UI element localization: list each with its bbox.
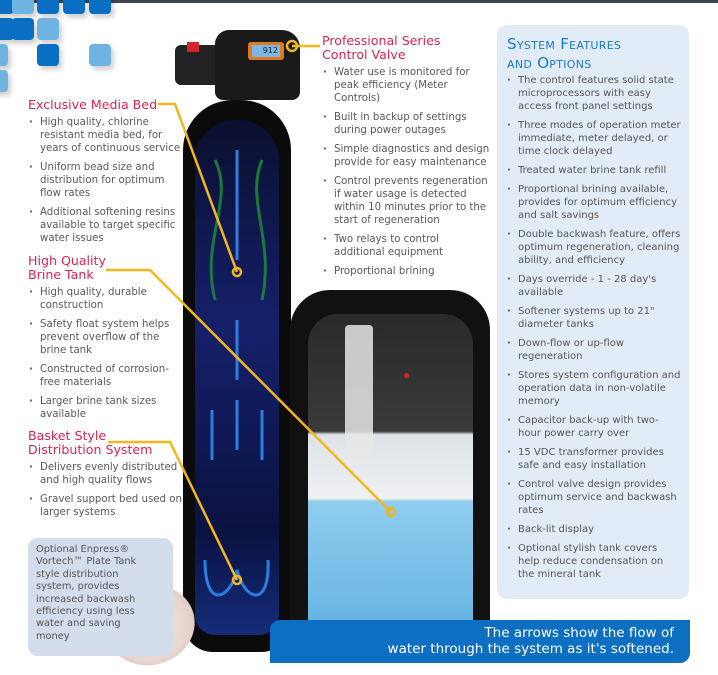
bypass-handle [187,42,199,52]
valve-display-value: 912 [252,45,280,57]
valve-display: 912 [248,42,284,60]
list-item: High quality, chlorine resistant media b… [28,116,188,155]
top-bar [0,0,718,3]
banner-line: water through the system as it's softene… [387,641,674,657]
left-feature-column: Exclusive Media Bed High quality, chlori… [28,98,188,525]
heading-line: System Features [507,35,622,53]
banner-line: The arrows show the flow of [484,625,674,641]
list-item: Optional stylish tank covers help reduce… [507,542,681,581]
list-item: Capacitor back-up with two-hour power ca… [507,414,681,440]
list-item: Days override - 1 - 28 day's available [507,273,681,299]
flow-banner: The arrows show the flow of water throug… [270,620,690,663]
list-item: The control features solid state micropr… [507,74,681,113]
list-item: Down-flow or up-flow regeneration [507,337,681,363]
list-item: Control prevents regeneration if water u… [322,175,492,227]
media-bed-heading: Exclusive Media Bed [28,97,158,112]
list-item: Proportional brining available, provides… [507,183,681,222]
list-item: Water use is monitored for peak efficien… [322,66,492,105]
optional-distribution-note: Optional Enpress® Vortech™ Plate Tank st… [28,538,173,656]
list-item: High quality, durable construction [28,286,188,312]
list-item: Treated water brine tank refill [507,164,681,177]
list-item: Additional softening resins available to… [28,206,188,245]
list-item: Proportional brining [322,265,492,278]
heading-line: Basket Style [28,428,107,443]
heading-line: and Options [507,54,592,72]
list-item: Uniform bead size and distribution for o… [28,161,188,200]
control-valve [215,30,300,100]
list-item: Control valve design provides optimum se… [507,478,681,517]
heading-line: Distribution System [28,442,153,457]
float-indicator [404,373,409,378]
mineral-tank [183,100,291,652]
heading-line: Brine Tank [28,267,94,282]
list-item: Built in backup of settings during power… [322,111,492,137]
list-item: Delivers evenly distributed and high qua… [28,461,188,487]
heading-line: Control Valve [322,47,406,62]
list-item: Two relays to control additional equipme… [322,233,492,259]
heading-line: High Quality [28,253,106,268]
list-item: 15 VDC transformer provides safe and eas… [507,446,681,472]
list-item: Gravel support bed used on larger system… [28,493,188,519]
list-item: Stores system configuration and operatio… [507,369,681,408]
brine-well [345,325,373,460]
list-item: Back-lit display [507,523,681,536]
list-item: Simple diagnostics and design provide fo… [322,143,492,169]
media-bed-section: Exclusive Media Bed High quality, chlori… [28,98,188,245]
list-item: Softener systems up to 21" diameter tank… [507,305,681,331]
list-item: Larger brine tank sizes available [28,395,188,421]
list-item: Safety float system helps prevent overfl… [28,318,188,357]
brine-tank [290,290,490,662]
list-item: Double backwash feature, offers optimum … [507,228,681,267]
list-item: Three modes of operation meter immediate… [507,119,681,158]
optional-note-text: Optional Enpress® Vortech™ Plate Tank st… [36,544,137,642]
heading-line: Professional Series [322,33,441,48]
list-item: Constructed of corrosion-free materials [28,363,188,389]
